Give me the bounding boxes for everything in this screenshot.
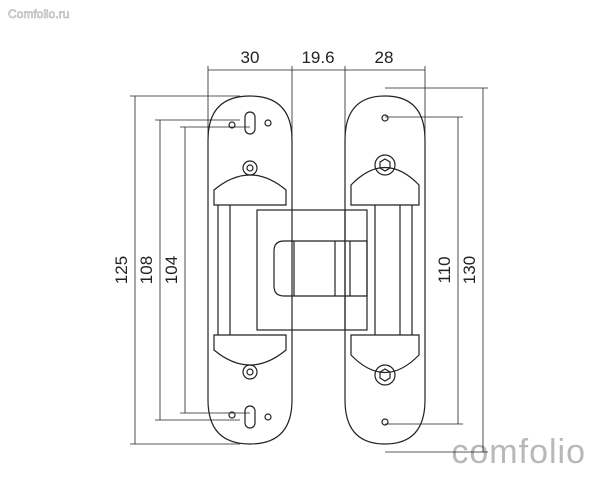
left-leaf [207,95,293,445]
dim-30: 30 [241,48,260,67]
right-leaf [344,95,426,445]
dim-19-6: 19.6 [301,48,334,67]
watermark: Comfolio.ru [8,7,70,22]
left-dimensions [130,95,250,445]
dim-125: 125 [112,256,131,284]
hinge-mechanism [256,205,376,335]
dim-28: 28 [375,48,394,67]
dim-104: 104 [162,256,181,284]
dim-108: 108 [137,256,156,284]
dim-110: 110 [435,256,454,283]
dim-130: 130 [460,256,479,284]
right-dimensions [385,87,488,453]
top-dimensions [207,66,426,160]
